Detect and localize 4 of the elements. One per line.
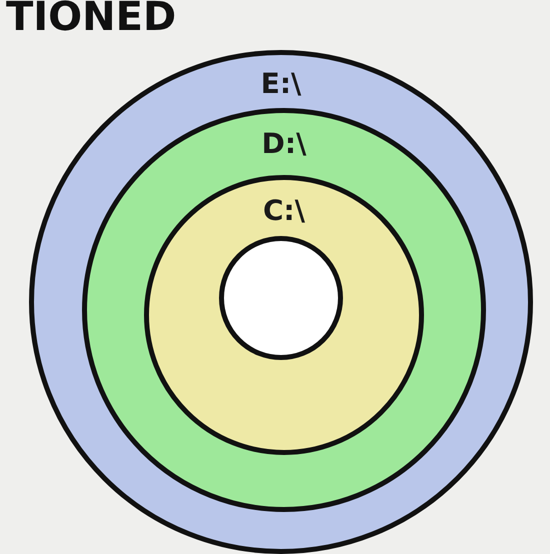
partition-label: C:\ (262, 194, 306, 227)
heading: TIONED (6, 0, 176, 40)
partition-label: E:\ (260, 67, 302, 100)
partition-label: D:\ (260, 127, 308, 160)
